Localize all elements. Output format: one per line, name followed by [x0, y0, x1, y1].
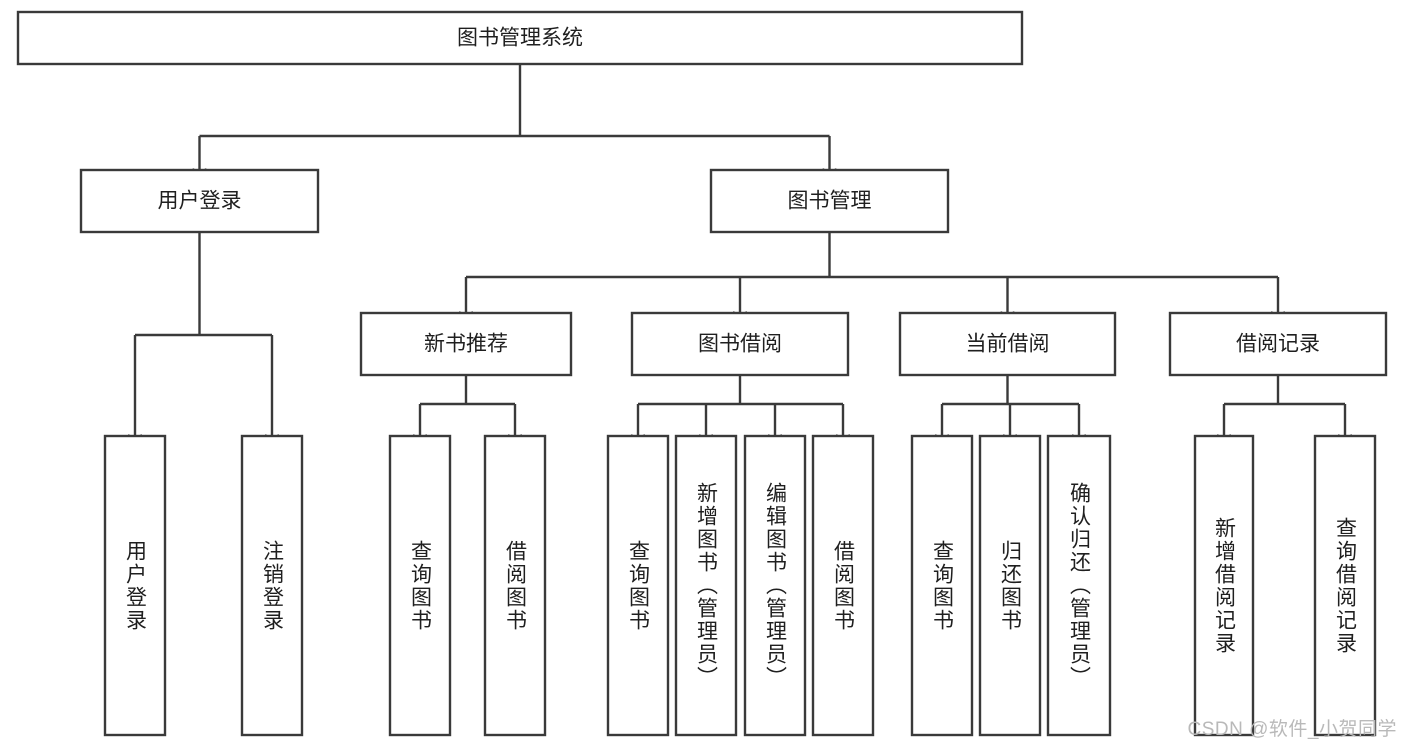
node-box-layer: [16, 10, 1388, 737]
node-box-user-login[interactable]: [79, 168, 320, 234]
node-box-leaf-add-book-admin[interactable]: [674, 434, 738, 737]
node-label-current-borrow: 当前借阅: [966, 333, 1050, 356]
node-box-leaf-borrow-book-rec[interactable]: [483, 434, 547, 737]
node-label-book-manage: 图书管理: [788, 190, 872, 213]
node-label-borrow-record: 借阅记录: [1236, 333, 1320, 356]
node-label-book-borrow: 图书借阅: [698, 333, 782, 356]
node-box-leaf-borrow-book[interactable]: [811, 434, 875, 737]
node-box-leaf-query-book-rec[interactable]: [388, 434, 452, 737]
node-box-book-manage[interactable]: [709, 168, 950, 234]
watermark: CSDN @软件_小贺同学: [1187, 719, 1397, 740]
node-box-leaf-add-borrow-record[interactable]: [1193, 434, 1255, 737]
node-box-current-borrow[interactable]: [898, 311, 1117, 377]
node-label-root: 图书管理系统: [457, 27, 583, 50]
node-box-new-book-recommend[interactable]: [359, 311, 573, 377]
node-label-new-book-recommend: 新书推荐: [424, 333, 508, 356]
node-box-borrow-record[interactable]: [1168, 311, 1388, 377]
node-box-root[interactable]: [16, 10, 1024, 66]
node-box-leaf-query-book-cur[interactable]: [910, 434, 974, 737]
node-box-leaf-query-book-borrow[interactable]: [606, 434, 670, 737]
node-box-leaf-query-borrow-record[interactable]: [1313, 434, 1377, 737]
node-box-leaf-edit-book-admin[interactable]: [743, 434, 807, 737]
node-label-user-login: 用户登录: [158, 190, 242, 213]
node-box-leaf-user-logout[interactable]: [240, 434, 304, 737]
node-box-leaf-return-book[interactable]: [978, 434, 1042, 737]
connector-layer: [128, 64, 1352, 446]
node-box-leaf-user-login[interactable]: [103, 434, 167, 737]
node-box-leaf-confirm-return-admin[interactable]: [1046, 434, 1112, 737]
node-box-book-borrow[interactable]: [630, 311, 850, 377]
